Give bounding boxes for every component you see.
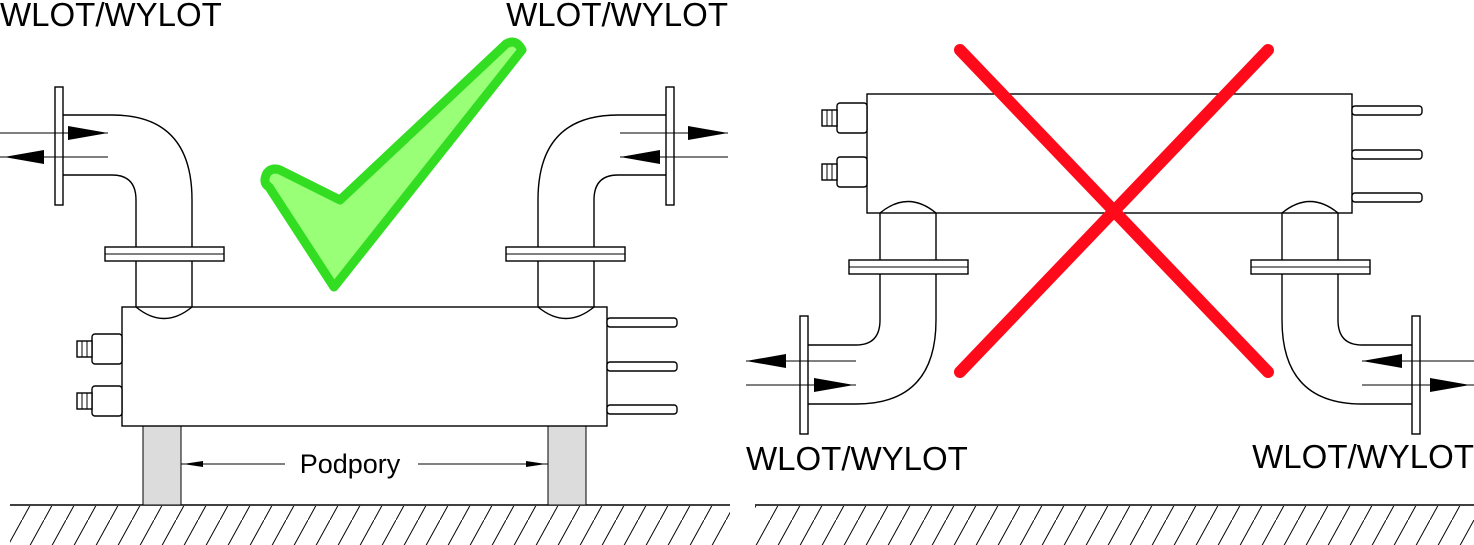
label-bottom-left: WLOT/WYLOT <box>746 440 968 477</box>
label-bottom-right: WLOT/WYLOT <box>1252 438 1474 475</box>
glands-left-panel <box>76 333 123 417</box>
heat-exchanger-body <box>121 306 608 427</box>
pipe-down-right <box>1250 200 1474 435</box>
check-mark-icon <box>260 37 527 292</box>
right-panel: WLOT/WYLOT WLOT/WYLOT <box>746 44 1474 545</box>
outlet-pipe-right <box>505 86 728 320</box>
left-panel: Podpory <box>0 0 730 545</box>
ground-right <box>755 504 1474 545</box>
label-top-left: WLOT/WYLOT <box>0 0 222 33</box>
label-top-right: WLOT/WYLOT <box>506 0 728 33</box>
inlet-pipe-left <box>0 86 225 320</box>
support-right <box>547 425 587 506</box>
ground-left <box>10 504 730 545</box>
cross-mark-icon <box>954 44 1274 378</box>
glands-right-panel <box>821 102 868 188</box>
pipe-down-left <box>746 200 969 435</box>
heat-exchanger-body-inverted <box>866 93 1353 214</box>
supports-dimension <box>181 461 548 467</box>
rods-left-panel <box>606 317 678 415</box>
supports-label: Podpory <box>300 449 401 479</box>
rods-right-panel <box>1351 105 1423 203</box>
support-left <box>142 425 182 506</box>
